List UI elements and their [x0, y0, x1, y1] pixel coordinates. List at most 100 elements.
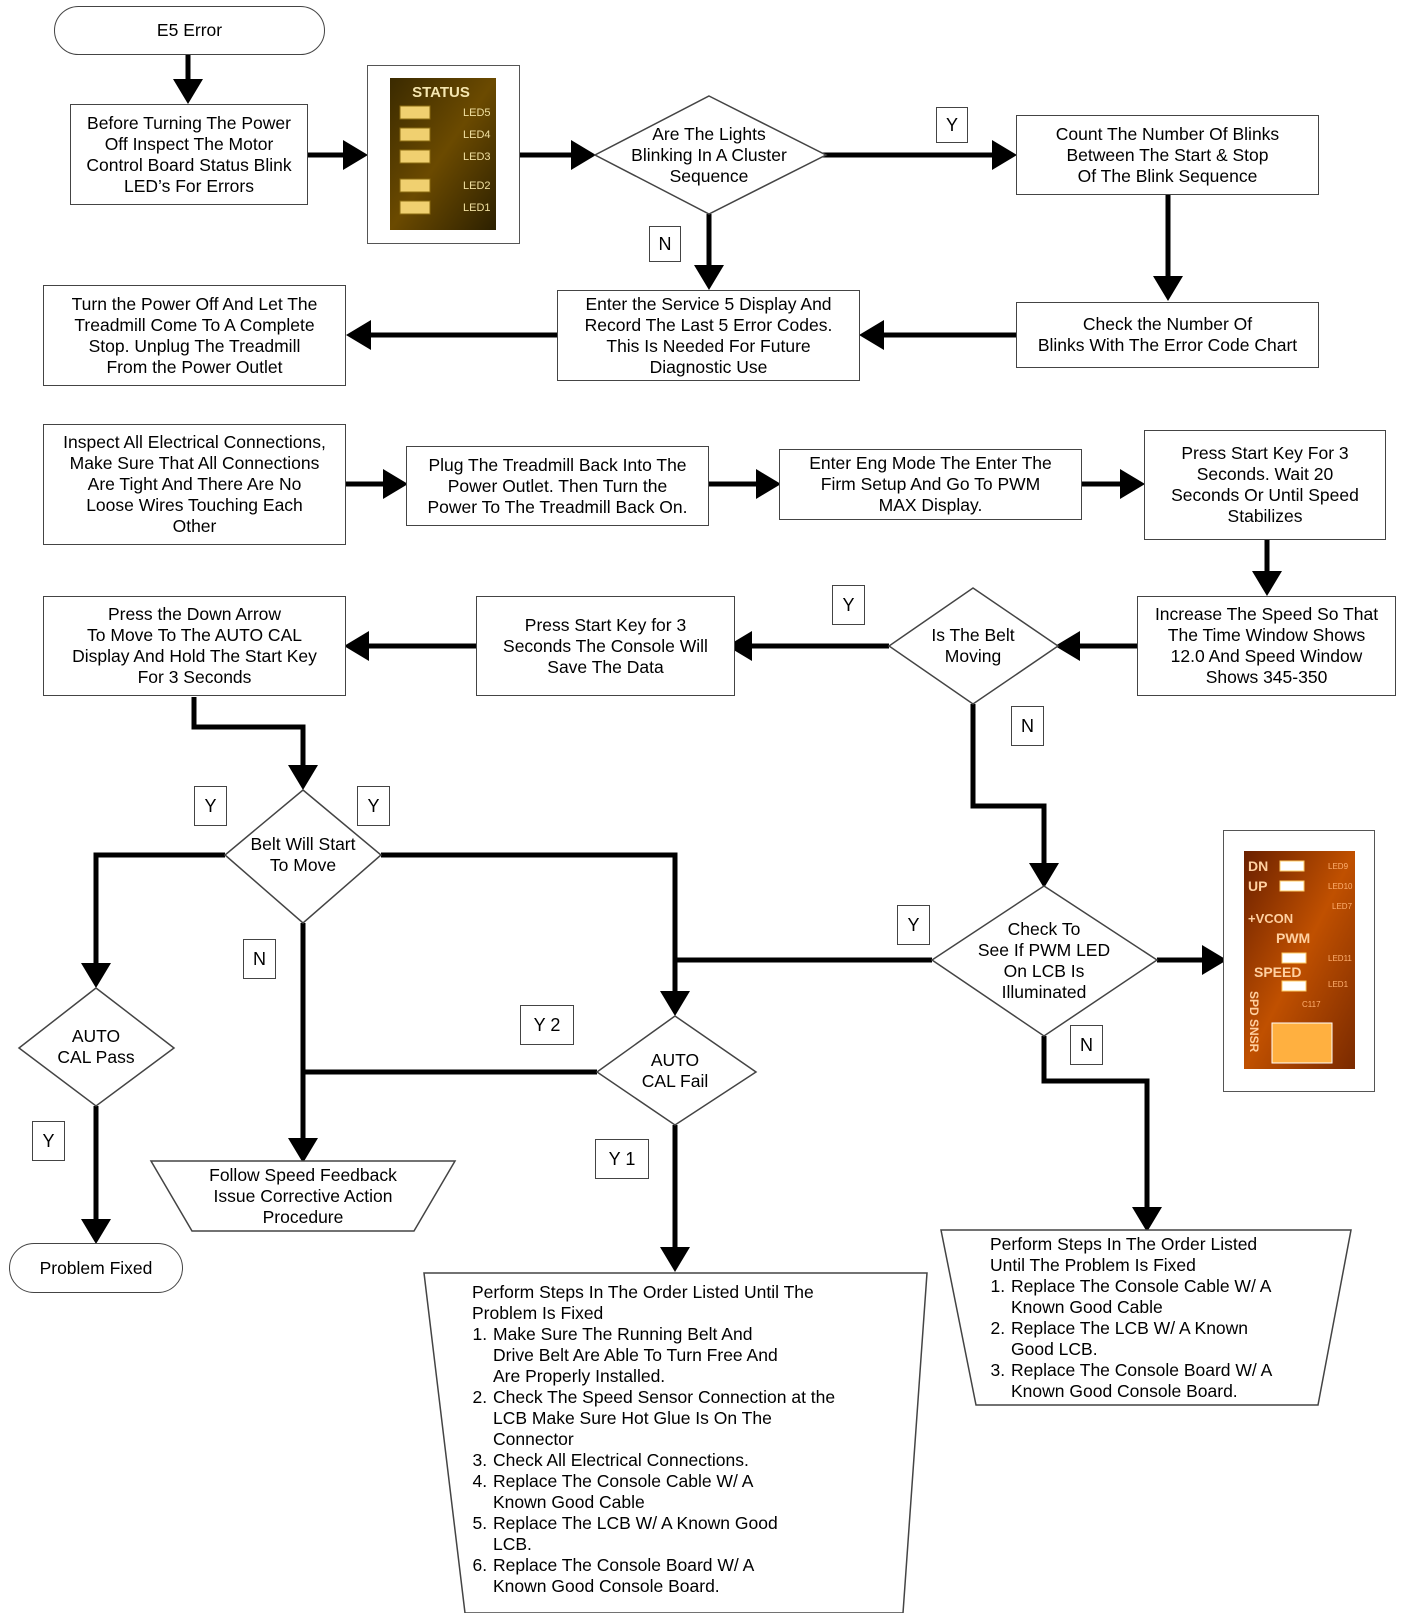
steps-fail-items: Make Sure The Running Belt And Drive Bel…: [472, 1324, 912, 1597]
speed-sensor-connector: [1271, 1022, 1333, 1064]
step-item: Replace The Console Cable W/ A Known Goo…: [1010, 1276, 1330, 1318]
led-row-4: LED4: [399, 127, 491, 142]
count-blinks-text: Count The Number Of Blinks Between The S…: [1055, 123, 1280, 186]
decision-blinking-text: Are The Lights Blinking In A Cluster Seq…: [631, 123, 787, 186]
press-start-save-box: Press Start Key for 3 Seconds The Consol…: [476, 596, 735, 696]
label-n-blinking: N: [649, 226, 681, 262]
start-terminal: E5 Error: [54, 6, 325, 55]
lcb-led: [1279, 860, 1305, 872]
count-blinks-box: Count The Number Of Blinks Between The S…: [1016, 115, 1319, 195]
service5-text: Enter the Service 5 Display And Record T…: [584, 293, 833, 377]
led-label: LED1: [463, 202, 491, 214]
led-row-5: LED5: [399, 105, 491, 120]
led-row-2: LED2: [399, 178, 491, 193]
lcb-led: [1281, 980, 1307, 992]
connector: [970, 704, 1059, 889]
press-down-arrow-text: Press the Down Arrow To Move To The AUTO…: [72, 604, 317, 687]
led-row-3: LED3: [399, 149, 491, 164]
led-label: LED3: [463, 151, 491, 163]
inspect-connections-box: Inspect All Electrical Connections, Make…: [43, 424, 346, 545]
label-y2: Y 2: [520, 1005, 574, 1045]
lcb-small-label: LED7: [1332, 902, 1353, 911]
connector: [1041, 1036, 1162, 1233]
label-y-pass: Y: [32, 1121, 65, 1161]
lcb-small-label: LED10: [1328, 882, 1353, 891]
step-item: Replace The LCB W/ A Known Good LCB.: [492, 1513, 912, 1555]
steps-pwm-intro: Perform Steps In The Order Listed Until …: [990, 1234, 1258, 1275]
decision-diamond-blinking: [593, 95, 828, 215]
label-n-belt-start: N: [243, 939, 276, 979]
connector: [191, 697, 318, 791]
step-item: Check All Electrical Connections.: [492, 1450, 912, 1471]
eng-mode-box: Enter Eng Mode The Enter The Firm Setup …: [779, 449, 1082, 520]
auto-cal-fail-text: AUTO CAL Fail: [641, 1050, 709, 1091]
steps-fail-intro: Perform Steps In The Order Listed Until …: [472, 1282, 814, 1323]
press-start-3-text: Press Start Key For 3 Seconds. Wait 20 S…: [1171, 443, 1359, 526]
decision-belt-moving-text: Is The Belt Moving: [931, 625, 1015, 666]
lcb-label: PWM: [1276, 930, 1310, 946]
decision-diamond-belt-start: [223, 789, 383, 924]
label-n-pwm: N: [1070, 1025, 1103, 1065]
decision-pwm-text: Check To See If PWM LED On LCB Is Illumi…: [977, 919, 1111, 1002]
press-start-save-text: Press Start Key for 3 Seconds The Consol…: [503, 614, 708, 677]
lcb-small-label: LED1: [1328, 980, 1349, 989]
problem-fixed-text: Problem Fixed: [39, 1257, 153, 1278]
press-down-arrow-box: Press the Down Arrow To Move To The AUTO…: [43, 596, 346, 696]
steps-pwm-shape: [940, 1229, 1352, 1406]
trapezoid-shapes: [149, 1160, 1352, 1613]
decision-diamond-pwm: [930, 885, 1159, 1037]
connector: [81, 852, 225, 989]
label-y-left: Y: [194, 786, 227, 826]
power-off-box: Turn the Power Off And Let The Treadmill…: [43, 285, 346, 386]
step-item: Check The Speed Sensor Connection at the…: [492, 1387, 912, 1450]
lcb-led: [1281, 952, 1307, 964]
follow-feedback-shape: [149, 1160, 457, 1232]
label-y-pwm: Y: [897, 905, 930, 945]
connector: [381, 852, 690, 1017]
lcb-small-label: C117: [1302, 1000, 1321, 1009]
lcb-label: SPD SNSR: [1247, 991, 1261, 1053]
steps-pwm-list: Perform Steps In The Order Listed Until …: [990, 1234, 1330, 1402]
problem-fixed-terminal: Problem Fixed: [9, 1243, 183, 1293]
plug-back-box: Plug The Treadmill Back Into The Power O…: [406, 446, 709, 526]
plug-back-text: Plug The Treadmill Back Into The Power O…: [427, 454, 688, 517]
check-blinks-text: Check the Number Of Blinks With The Erro…: [1037, 314, 1298, 355]
increase-speed-box: Increase The Speed So That The Time Wind…: [1137, 596, 1396, 696]
inspect-leds-box: Before Turning The Power Off Inspect The…: [70, 104, 308, 205]
step-item: Replace The Console Board W/ A Known Goo…: [1010, 1360, 1330, 1402]
step-item: Replace The LCB W/ A Known Good LCB.: [1010, 1318, 1330, 1360]
auto-cal-pass-text: AUTO CAL Pass: [57, 1026, 135, 1067]
status-title: STATUS: [412, 84, 470, 101]
label-y-blinking: Y: [936, 107, 968, 143]
lcb-label: SPEED: [1254, 964, 1301, 980]
start-text: E5 Error: [156, 20, 223, 40]
steps-pwm-items: Replace The Console Cable W/ A Known Goo…: [990, 1276, 1330, 1402]
check-blinks-box: Check the Number Of Blinks With The Erro…: [1016, 302, 1319, 368]
increase-speed-text: Increase The Speed So That The Time Wind…: [1154, 604, 1379, 687]
lcb-label: DN: [1248, 858, 1268, 874]
eng-mode-text: Enter Eng Mode The Enter The Firm Setup …: [809, 453, 1052, 515]
decision-diamond-auto-cal-pass: [17, 987, 176, 1107]
decision-belt-start-text: Belt Will Start To Move: [250, 834, 356, 875]
label-y-belt-moving: Y: [832, 585, 865, 625]
inspect-connections-text: Inspect All Electrical Connections, Make…: [63, 432, 326, 536]
lcb-led-photo: DN UP +VCON PWM SPEED SPD SNSR LED9 LED1…: [1223, 830, 1375, 1092]
inspect-leds-text: Before Turning The Power Off Inspect The…: [86, 112, 292, 196]
steps-fail-shape: [423, 1272, 928, 1613]
led-label: LED4: [463, 129, 491, 141]
label-y-right: Y: [357, 786, 390, 826]
label-n-belt-moving: N: [1011, 706, 1044, 746]
flow-connectors: [81, 55, 1282, 1273]
decision-diamond-auto-cal-fail: [595, 1015, 758, 1126]
lcb-label: +VCON: [1248, 911, 1293, 926]
status-led-photo: STATUS LED5 LED4 LED3 LED2 LED1: [367, 65, 520, 244]
steps-fail-list: Perform Steps In The Order Listed Until …: [472, 1282, 912, 1597]
lcb-leds: [1279, 860, 1307, 992]
led-row-1: LED1: [399, 200, 491, 215]
step-item: Make Sure The Running Belt And Drive Bel…: [492, 1324, 912, 1387]
status-led-board-image: STATUS LED5 LED4 LED3 LED2 LED1: [390, 78, 496, 230]
decision-diamond-belt-moving: [887, 587, 1060, 705]
led-rows: LED5 LED4 LED3 LED2 LED1: [399, 105, 491, 215]
follow-feedback-text: Follow Speed Feedback Issue Corrective A…: [209, 1164, 397, 1227]
